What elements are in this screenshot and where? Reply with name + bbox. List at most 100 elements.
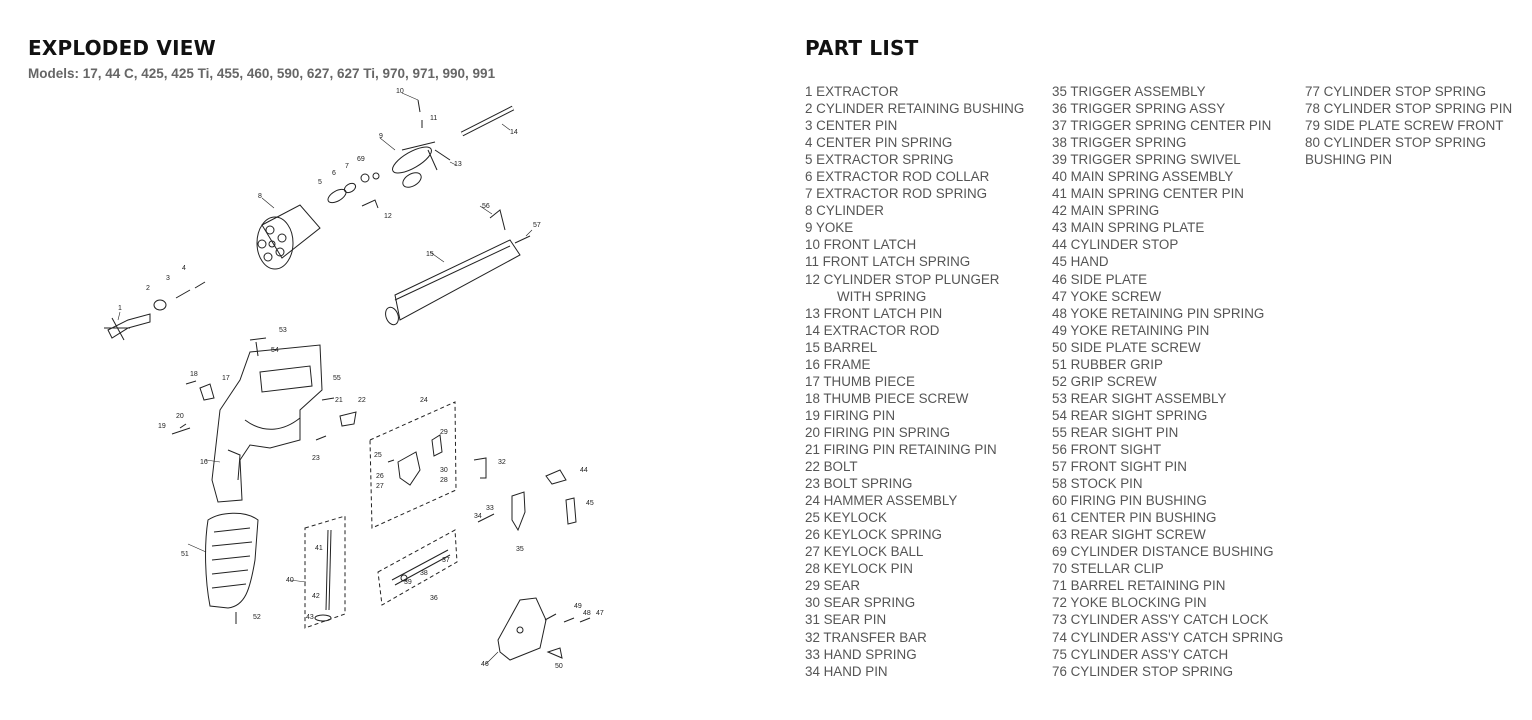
part-list-column-3: 77 CYLINDER STOP SPRING 78 CYLINDER STOP…: [1305, 83, 1512, 168]
list-item: 7 EXTRACTOR ROD SPRING: [805, 186, 988, 202]
label-3: 3: [166, 275, 170, 282]
list-item: 35 TRIGGER ASSEMBLY: [1052, 84, 1206, 99]
part-list-column-1: 1 EXTRACTOR 2 CYLINDER RETAINING BUSHING…: [805, 83, 1024, 680]
list-item: 80 CYLINDER STOP SPRING: [1305, 135, 1487, 151]
label-2: 2: [146, 285, 150, 292]
list-item: 49 YOKE RETAINING PIN: [1052, 322, 1210, 338]
label-21: 21: [335, 397, 343, 404]
label-30: 30: [440, 467, 448, 474]
side-plate: [497, 597, 591, 661]
list-item: 30 SEAR SPRING: [805, 595, 916, 611]
list-item: 77 CYLINDER STOP SPRING: [1305, 84, 1487, 99]
list-item: 31 SEAR PIN: [805, 612, 887, 628]
list-item: BUSHING PIN: [1305, 152, 1393, 168]
list-item: 28 KEYLOCK PIN: [805, 561, 913, 577]
label-7: 7: [345, 163, 349, 170]
label-54: 54: [271, 347, 279, 354]
list-item: 51 RUBBER GRIP: [1052, 356, 1163, 372]
list-item: 79 SIDE PLATE SCREW FRONT: [1305, 118, 1504, 134]
list-item: 15 BARREL: [805, 339, 878, 355]
list-item: 13 FRONT LATCH PIN: [805, 305, 943, 321]
list-item: 72 YOKE BLOCKING PIN: [1052, 595, 1207, 611]
list-item: 3 CENTER PIN: [805, 118, 898, 134]
list-item: 78 CYLINDER STOP SPRING PIN: [1305, 101, 1513, 117]
list-item: 5 EXTRACTOR SPRING: [805, 152, 954, 168]
list-item: 23 BOLT SPRING: [805, 476, 913, 492]
list-item: 34 HAND PIN: [805, 663, 888, 679]
list-item: 32 TRANSFER BAR: [805, 629, 927, 645]
list-item: 24 HAMMER ASSEMBLY: [805, 493, 958, 509]
label-29: 29: [440, 429, 448, 436]
label-6: 6: [332, 170, 336, 177]
list-item: 44 CYLINDER STOP: [1052, 237, 1179, 253]
label-25: 25: [374, 452, 382, 459]
list-item: 19 FIRING PIN: [805, 407, 896, 423]
list-item: 8 CYLINDER: [805, 203, 884, 219]
label-32: 32: [498, 459, 506, 466]
list-item: 22 BOLT: [805, 459, 858, 475]
label-37: 37: [442, 557, 450, 564]
label-56: 56: [482, 203, 490, 210]
label-33: 33: [486, 505, 494, 512]
label-42: 42: [312, 593, 320, 600]
label-5: 5: [318, 179, 322, 186]
label-12: 12: [384, 213, 392, 220]
list-item: 53 REAR SIGHT ASSEMBLY: [1052, 390, 1227, 406]
list-item: 45 HAND: [1052, 254, 1109, 270]
label-34: 34: [474, 513, 482, 520]
list-item: 27 KEYLOCK BALL: [805, 544, 924, 560]
label-24: 24: [420, 397, 428, 404]
label-13: 13: [454, 161, 462, 168]
hammer-box: [369, 401, 457, 529]
list-item: 69 CYLINDER DISTANCE BUSHING: [1052, 544, 1274, 560]
list-item: WITH SPRING: [837, 288, 927, 304]
label-36: 36: [430, 595, 438, 602]
rubber-grip: [205, 512, 259, 624]
label-20: 20: [176, 413, 184, 420]
list-item: 18 THUMB PIECE SCREW: [805, 390, 969, 406]
list-item: 76 CYLINDER STOP SPRING: [1052, 663, 1234, 679]
label-26: 26: [376, 473, 384, 480]
list-item: 14 EXTRACTOR ROD: [805, 322, 940, 338]
label-41: 41: [315, 545, 323, 552]
trigger-group: [473, 457, 577, 532]
list-item: 21 FIRING PIN RETAINING PIN: [805, 441, 997, 457]
label-39: 39: [404, 579, 412, 586]
list-item: 40 MAIN SPRING ASSEMBLY: [1052, 169, 1234, 185]
label-52: 52: [253, 614, 261, 621]
label-14: 14: [510, 129, 518, 136]
list-item: 70 STELLAR CLIP: [1052, 561, 1164, 577]
label-40: 40: [286, 577, 294, 584]
list-item: 57 FRONT SIGHT PIN: [1052, 459, 1187, 475]
frame: [171, 337, 357, 503]
list-item: 61 CENTER PIN BUSHING: [1052, 510, 1217, 526]
cylinder: [256, 204, 321, 270]
list-item: 29 SEAR: [805, 578, 861, 594]
list-item: 10 FRONT LATCH: [805, 237, 917, 253]
extractor-group: [104, 281, 206, 341]
list-item: 58 STOCK PIN: [1052, 476, 1143, 492]
leader-lines: [117, 92, 533, 665]
label-1: 1: [118, 305, 122, 312]
list-item: 16 FRAME: [805, 356, 871, 372]
label-38: 38: [420, 570, 428, 577]
list-item: 17 THUMB PIECE: [805, 373, 915, 389]
list-item: 48 YOKE RETAINING PIN SPRING: [1052, 305, 1265, 321]
list-item: 50 SIDE PLATE SCREW: [1052, 339, 1201, 355]
label-50: 50: [555, 663, 563, 670]
label-57: 57: [533, 222, 541, 229]
label-35: 35: [516, 546, 524, 553]
label-4: 4: [182, 265, 186, 272]
label-8: 8: [258, 193, 262, 200]
label-44: 44: [580, 467, 588, 474]
list-item: 39 TRIGGER SPRING SWIVEL: [1052, 152, 1241, 168]
list-item: 52 GRIP SCREW: [1052, 373, 1157, 389]
list-item: 71 BARREL RETAINING PIN: [1052, 578, 1226, 594]
list-item: 54 REAR SIGHT SPRING: [1052, 407, 1208, 423]
label-9: 9: [379, 133, 383, 140]
list-item: 42 MAIN SPRING: [1052, 203, 1160, 219]
models-subtitle: Models: 17, 44 C, 425, 425 Ti, 455, 460,…: [28, 66, 496, 81]
list-item: 46 SIDE PLATE: [1052, 271, 1148, 287]
label-43: 43: [306, 614, 314, 621]
label-22: 22: [358, 397, 366, 404]
